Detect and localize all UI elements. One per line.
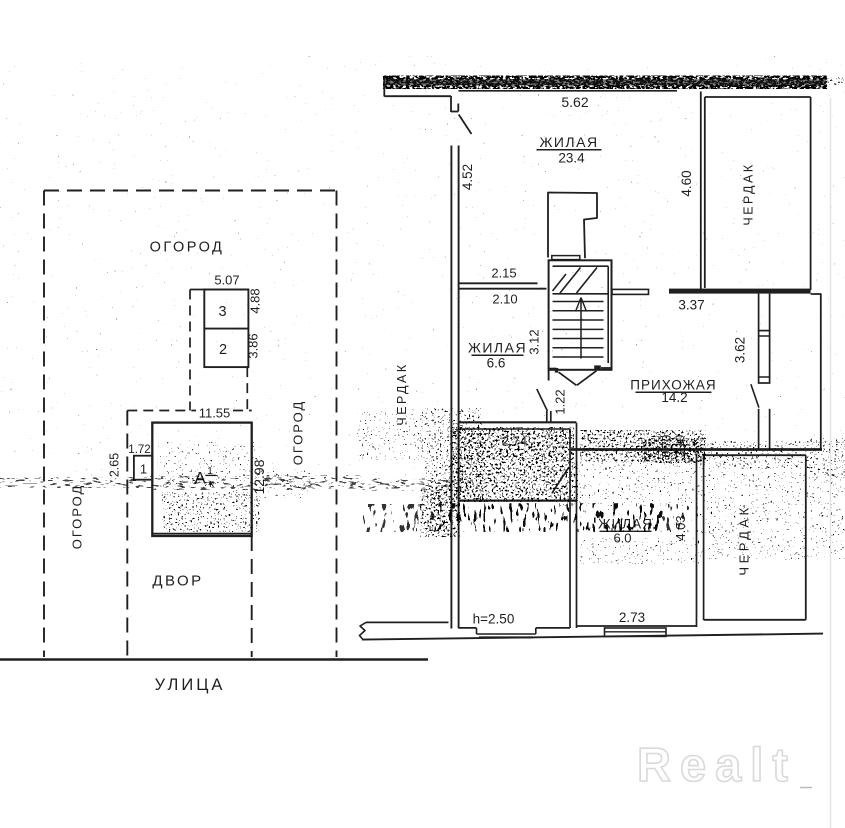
svg-text:h=2.50: h=2.50 (473, 612, 515, 627)
svg-text:2.73: 2.73 (619, 610, 645, 625)
svg-text:УЛИЦА: УЛИЦА (155, 676, 226, 694)
svg-text:ОГОРОД: ОГОРОД (70, 484, 85, 550)
svg-text:ДВОР: ДВОР (152, 573, 203, 590)
svg-text:Realt: Realt (637, 738, 797, 791)
